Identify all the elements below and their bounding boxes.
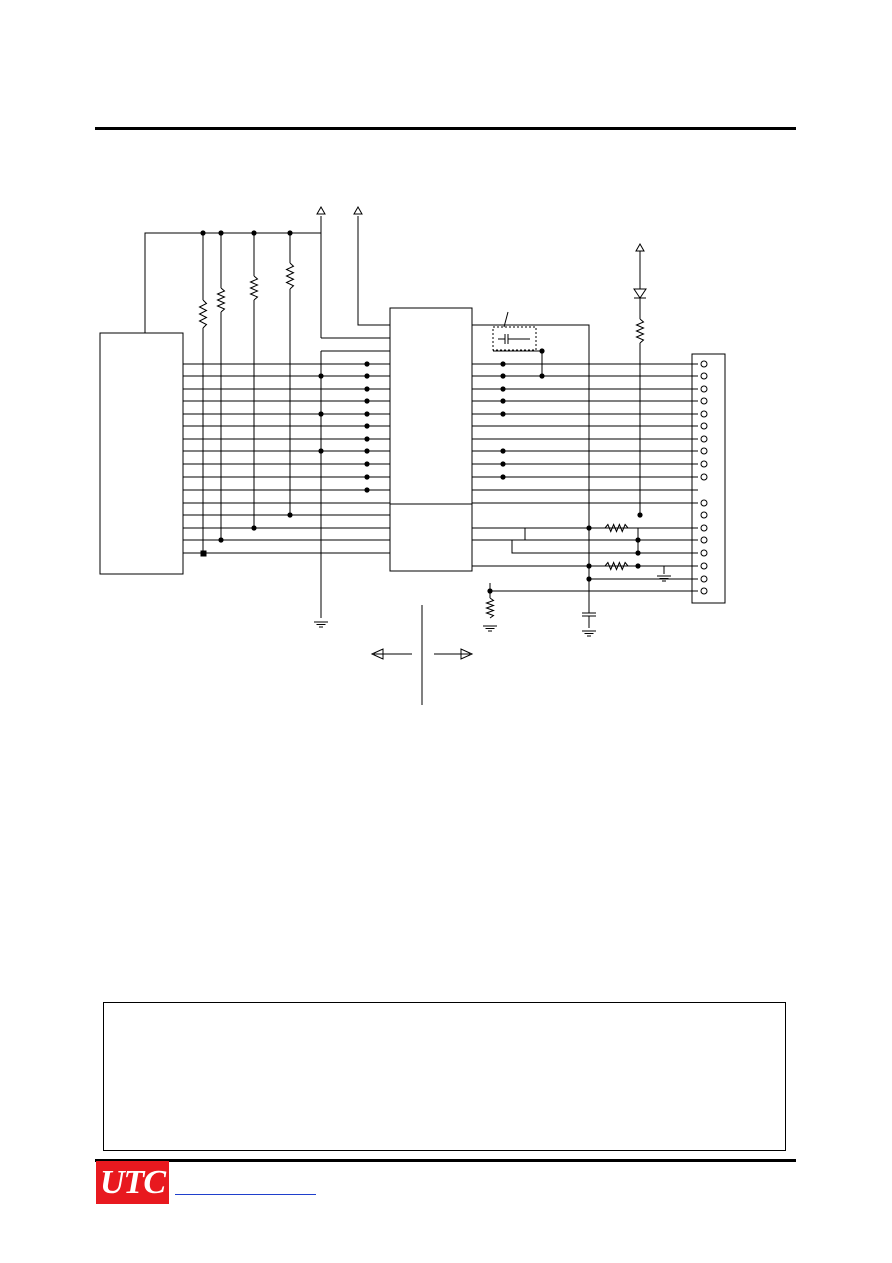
wires <box>144 216 698 705</box>
resistor <box>249 275 259 301</box>
junction-dot <box>364 461 370 467</box>
junction-dot <box>364 436 370 442</box>
junction-dot <box>364 474 370 480</box>
header-rule <box>95 127 796 130</box>
connector-pin <box>700 360 708 368</box>
footer-rule <box>95 1159 796 1162</box>
diode-symbol <box>633 288 647 299</box>
disclaimer-box <box>103 1002 786 1151</box>
lower-driver-ic <box>389 503 473 572</box>
junction-dot <box>318 373 324 379</box>
vcc-arrow-symbol <box>635 242 645 252</box>
junction-dot <box>586 563 592 569</box>
right-arrow-head <box>460 648 474 660</box>
connector-pin <box>700 549 708 557</box>
connector-pin <box>700 397 708 405</box>
connector-pin <box>700 499 708 507</box>
junction-dot <box>364 423 370 429</box>
junction-dot <box>500 448 506 454</box>
junction-dot <box>487 588 493 594</box>
junction-dot <box>635 563 641 569</box>
right-connector <box>691 353 726 604</box>
junction-dot <box>364 361 370 367</box>
junction-dot <box>318 448 324 454</box>
junction-dot <box>251 230 257 236</box>
junction-dot <box>200 230 206 236</box>
junction-dot <box>637 512 643 518</box>
website-link[interactable] <box>175 1194 316 1195</box>
supply-wire <box>357 216 390 326</box>
vcc-arrow-symbol <box>316 205 326 215</box>
junction-dot <box>364 448 370 454</box>
left-arrow-head <box>370 648 384 660</box>
connector-pin <box>700 587 708 595</box>
circuit-schematic <box>99 205 726 705</box>
junction-dot <box>500 411 506 417</box>
supply-wire <box>144 232 321 333</box>
junction-dot <box>364 373 370 379</box>
junction-dots <box>200 230 643 594</box>
resistor <box>485 597 495 619</box>
connector-pin <box>700 385 708 393</box>
junction-dot <box>364 487 370 493</box>
junction-square <box>200 550 207 557</box>
wire <box>472 539 698 554</box>
connector-pin <box>700 511 708 519</box>
junction-dot <box>364 386 370 392</box>
junction-dot <box>500 461 506 467</box>
junction-dot <box>318 411 324 417</box>
connector-pin <box>700 410 708 418</box>
connector-pin <box>700 460 708 468</box>
junction-dot <box>364 411 370 417</box>
resistor <box>198 299 208 329</box>
vcc-arrow-symbol <box>353 205 363 215</box>
connector-pin <box>700 447 708 455</box>
connector-pin <box>700 536 708 544</box>
components <box>99 205 726 660</box>
junction-dot <box>539 348 545 354</box>
resistor <box>216 287 226 313</box>
connector-pin <box>700 435 708 443</box>
utc-logo: UTC <box>96 1161 169 1204</box>
resistor <box>604 523 629 533</box>
resistor <box>635 318 645 344</box>
junction-dot <box>500 474 506 480</box>
junction-dot <box>500 398 506 404</box>
left-controller-block <box>99 332 184 575</box>
utc-logo-text: UTC <box>100 1163 166 1201</box>
junction-dot <box>500 373 506 379</box>
junction-dot <box>287 230 293 236</box>
junction-dot <box>218 537 224 543</box>
junction-dot <box>635 537 641 543</box>
wire <box>472 527 698 541</box>
junction-dot <box>251 525 257 531</box>
resistor <box>604 561 629 571</box>
connector-pin <box>700 524 708 532</box>
upper-driver-ic <box>389 307 473 505</box>
junction-dot <box>635 550 641 556</box>
junction-dot <box>500 386 506 392</box>
connector-pin <box>700 372 708 380</box>
connector-pin <box>700 575 708 583</box>
junction-dot <box>364 398 370 404</box>
junction-dot <box>586 576 592 582</box>
dashed-oscillator-box <box>492 326 537 351</box>
junction-dot <box>500 361 506 367</box>
connector-pin <box>700 473 708 481</box>
junction-dot <box>586 525 592 531</box>
junction-dot <box>287 512 293 518</box>
junction-dot <box>218 230 224 236</box>
connector-pin <box>700 562 708 570</box>
resistor <box>285 262 295 290</box>
junction-dot <box>539 373 545 379</box>
connector-pin <box>700 422 708 430</box>
wire <box>472 324 590 605</box>
